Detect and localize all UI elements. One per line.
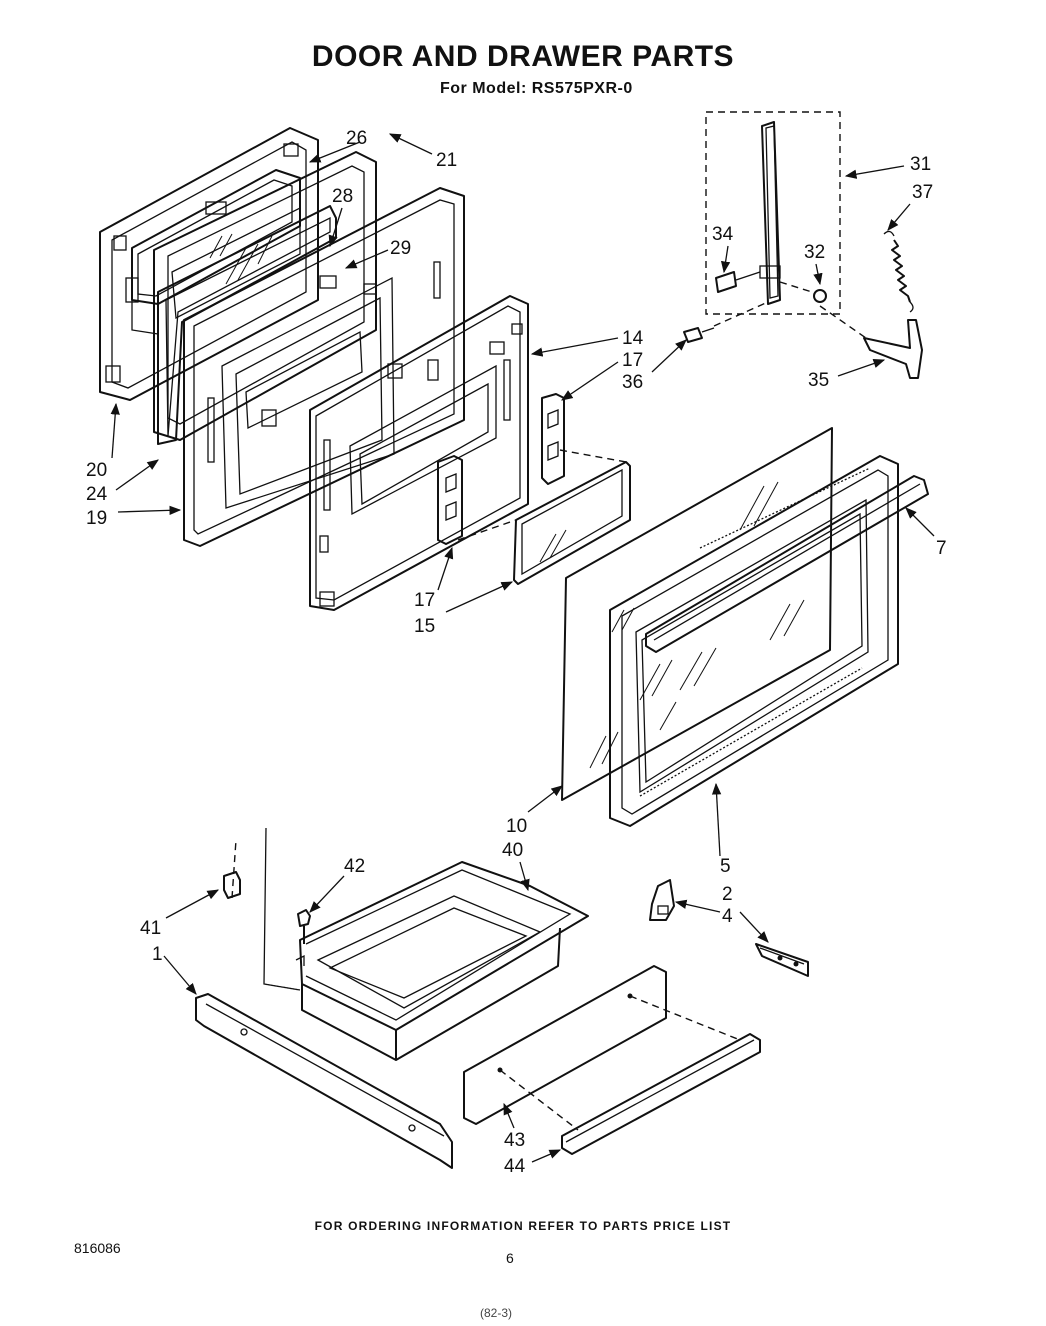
part-5-outer-door-frame xyxy=(609,455,899,827)
callout-42: 42 xyxy=(344,856,365,877)
callout-17-lower: 17 xyxy=(414,590,435,611)
callout-32: 32 xyxy=(804,242,825,263)
part-15-window-glass xyxy=(457,449,631,585)
part-4-drawer-bracket xyxy=(755,943,809,977)
part-10-outer-door-glass xyxy=(561,427,833,801)
ordering-info-footer: FOR ORDERING INFORMATION REFER TO PARTS … xyxy=(314,1219,732,1233)
part-7-door-handle xyxy=(645,475,929,653)
callout-37: 37 xyxy=(912,182,933,203)
callout-43: 43 xyxy=(504,1130,525,1151)
callout-28: 28 xyxy=(332,186,353,207)
callout-26: 26 xyxy=(346,128,367,149)
part-1-drawer-slide xyxy=(195,993,453,1169)
part-2-drawer-bracket xyxy=(649,879,675,921)
part-36-hinge-pin xyxy=(683,301,769,343)
callout-41: 41 xyxy=(140,918,161,939)
callout-24: 24 xyxy=(86,484,108,505)
callout-36: 36 xyxy=(622,372,643,393)
callout-31: 31 xyxy=(910,154,931,175)
callout-10: 10 xyxy=(506,816,527,837)
leader-lines xyxy=(110,133,935,1163)
part-17-hinge-bracket-upper xyxy=(541,393,565,485)
part-42-screw xyxy=(297,909,311,944)
callout-35: 35 xyxy=(808,370,829,391)
part-43-drawer-front xyxy=(463,965,741,1131)
callout-19: 19 xyxy=(86,508,107,529)
callout-2: 2 xyxy=(722,884,733,905)
part-35-hinge-arm xyxy=(819,305,923,379)
part-41-drawer-clip xyxy=(223,827,301,991)
part-17-hinge-bracket-lower xyxy=(437,455,463,545)
callout-44: 44 xyxy=(504,1156,526,1177)
callout-29: 29 xyxy=(390,238,411,259)
callout-17-upper: 17 xyxy=(622,350,643,371)
part-19-inner-door-panel xyxy=(183,187,465,547)
callout-4: 4 xyxy=(722,906,733,927)
part-37-spring xyxy=(883,230,914,313)
handwritten-mark: (82-3) xyxy=(480,1306,513,1320)
page-title: DOOR AND DRAWER PARTS xyxy=(311,40,735,73)
callout-14: 14 xyxy=(622,328,644,349)
part-34-pin xyxy=(715,271,761,293)
part-32-roller xyxy=(779,281,827,303)
callout-21: 21 xyxy=(436,150,457,171)
page-number: 6 xyxy=(506,1250,514,1266)
part-14-door-panel xyxy=(309,295,529,611)
callout-7: 7 xyxy=(936,538,947,559)
callout-34: 34 xyxy=(712,224,734,245)
callout-15: 15 xyxy=(414,616,435,637)
document-number: 816086 xyxy=(74,1240,121,1256)
callout-40: 40 xyxy=(502,840,523,861)
part-20-inner-door-liner xyxy=(99,127,319,401)
part-40-drawer xyxy=(295,861,589,1061)
callout-1: 1 xyxy=(152,944,163,965)
callout-20: 20 xyxy=(86,460,107,481)
part-44-drawer-handle xyxy=(561,1033,761,1155)
part-24-gasket xyxy=(157,205,337,445)
callout-5: 5 xyxy=(720,856,731,877)
callout-labels: 21 26 28 29 14 17 36 31 37 34 32 35 20 2… xyxy=(86,128,947,1177)
model-subtitle: For Model: RS575PXR-0 xyxy=(440,80,633,97)
